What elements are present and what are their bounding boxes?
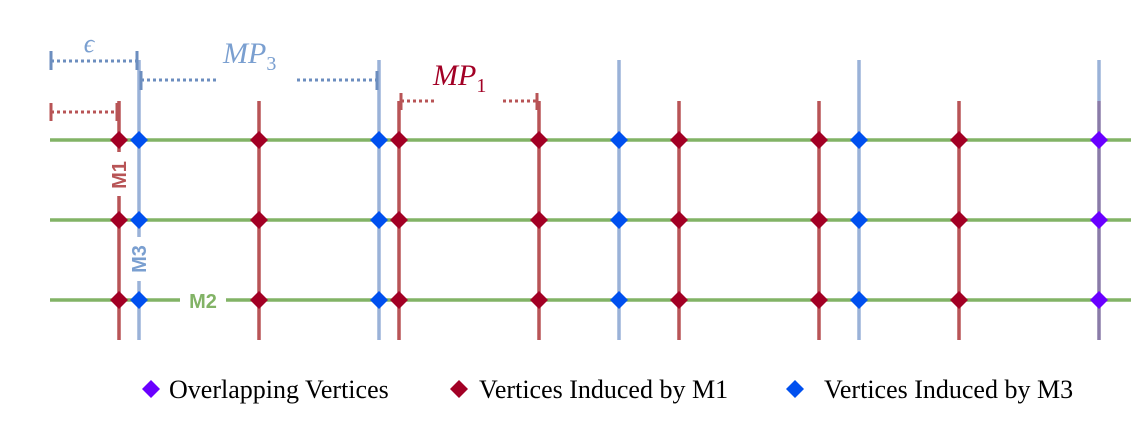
- overlap-legend-label: Overlapping Vertices: [169, 375, 389, 404]
- m1-vertex: [250, 291, 268, 309]
- m3-vertex: [610, 211, 628, 229]
- m1-vertex: [390, 211, 408, 229]
- m3-vertex: [130, 291, 148, 309]
- m1-vertex: [530, 131, 548, 149]
- m1-vertex: [250, 211, 268, 229]
- m1-vertex: [250, 131, 268, 149]
- m1-vertex: [110, 211, 128, 229]
- m1-offset-dimension: [49, 103, 119, 121]
- m1-vertex: [950, 131, 968, 149]
- epsilon-dimension: ϵ: [49, 29, 139, 70]
- m3-vertex: [370, 131, 388, 149]
- m1-vertex: [390, 131, 408, 149]
- m3-legend-marker: [786, 380, 804, 398]
- mp3-subscript: 3: [266, 53, 276, 75]
- m3-vertex: [850, 131, 868, 149]
- m3-vertex: [850, 211, 868, 229]
- m1-vertex: [810, 211, 828, 229]
- m1-vertex: [810, 131, 828, 149]
- m1-vertex: [390, 291, 408, 309]
- m3-vertex: [850, 291, 868, 309]
- mp1-dimension: MP1: [399, 59, 539, 110]
- epsilon-label: ϵ: [84, 29, 96, 58]
- m1-vertex: [670, 211, 688, 229]
- vertices: [110, 131, 1108, 309]
- m1-legend-label: Vertices Induced by M1: [479, 375, 728, 404]
- mp3-label: MP3: [222, 37, 276, 75]
- m3-vertex: [130, 211, 148, 229]
- m1-legend-marker: [450, 380, 468, 398]
- m1-vertex: [670, 131, 688, 149]
- m1-vertex: [530, 211, 548, 229]
- mp3-dimension: MP3: [139, 37, 379, 90]
- overlap-vertex: [1090, 291, 1108, 309]
- m1-vertex: [110, 131, 128, 149]
- mp1-label: MP1: [432, 59, 486, 97]
- m1-vertex: [810, 291, 828, 309]
- overlap-vertex: [1090, 211, 1108, 229]
- overlap-vertex: [1090, 131, 1108, 149]
- m1-vertex: [670, 291, 688, 309]
- m3-label: M3: [129, 245, 151, 273]
- m3-vertex: [370, 291, 388, 309]
- m3-vertex: [130, 131, 148, 149]
- m1-vertex: [110, 291, 128, 309]
- m3-vertex: [610, 291, 628, 309]
- m2-label: M2: [189, 291, 217, 313]
- m3-legend-label: Vertices Induced by M3: [824, 375, 1073, 404]
- overlap-legend-marker: [142, 380, 160, 398]
- m2-tracks: [50, 138, 1131, 302]
- mp1-subscript: 1: [476, 75, 486, 97]
- m1-label: M1: [109, 161, 131, 189]
- m3-vertex: [610, 131, 628, 149]
- m3-vertex: [370, 211, 388, 229]
- m1-vertex: [530, 291, 548, 309]
- legend: Overlapping Vertices Vertices Induced by…: [142, 375, 1073, 404]
- m1-vertex: [950, 291, 968, 309]
- m1-vertex: [950, 211, 968, 229]
